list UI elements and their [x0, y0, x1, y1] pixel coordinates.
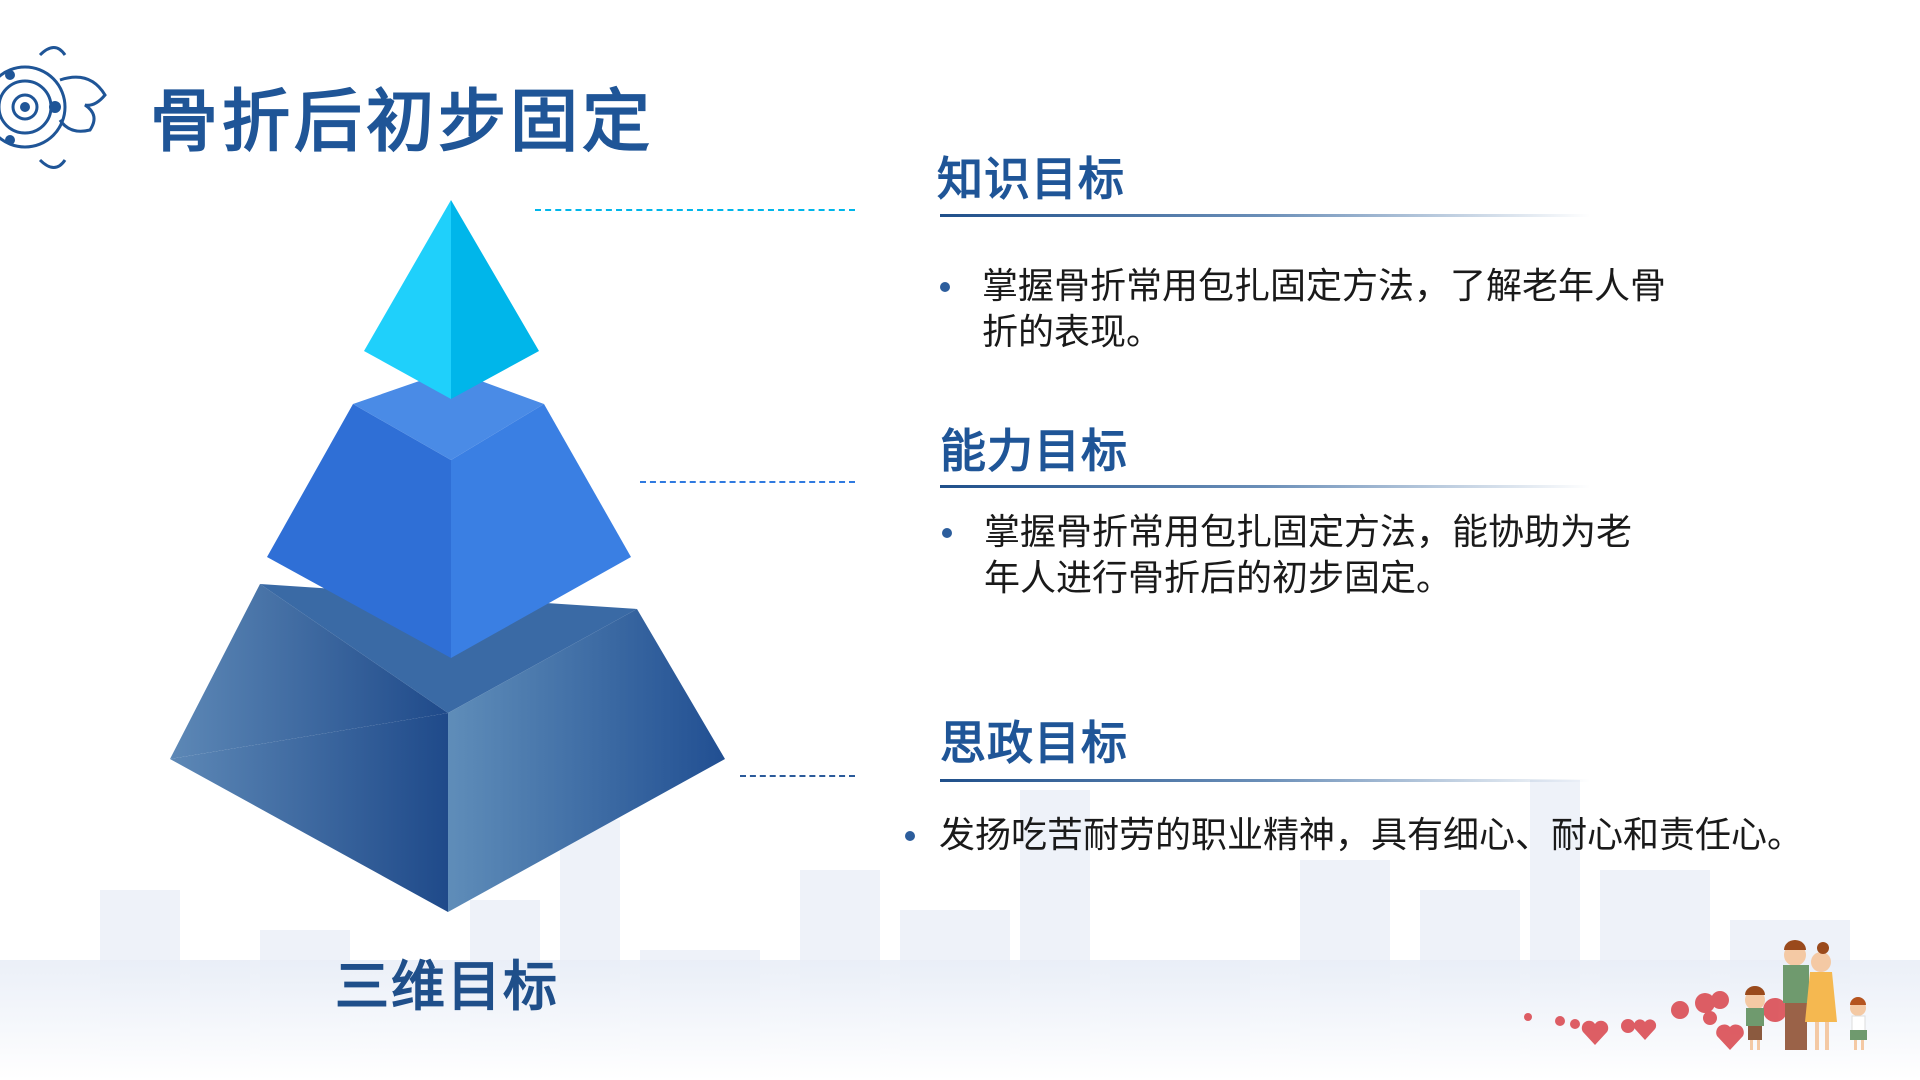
ability-goal-item: 掌握骨折常用包扎固定方法，能协助为老 年人进行骨折后的初步固定。	[942, 510, 1762, 602]
pyramid-label: 三维目标	[335, 955, 559, 1018]
ideology-goal-heading: 思政目标	[940, 716, 1128, 770]
connector-line-ideology	[740, 775, 855, 777]
knowledge-goal-text: 掌握骨折常用包扎固定方法，了解老年人骨 折的表现。	[982, 266, 1667, 353]
pyramid-middle-tier	[267, 370, 631, 658]
city-skyline-background	[0, 780, 1920, 1080]
heading-underline	[940, 214, 1590, 217]
ideology-goal-text: 发扬吃苦耐劳的职业精神，具有细心、耐心和责任心。	[939, 815, 1804, 856]
knowledge-goal-heading: 知识目标	[937, 152, 1125, 206]
bullet-icon	[940, 282, 950, 292]
page-title: 骨折后初步固定	[150, 83, 655, 162]
pyramid-top-tier	[364, 200, 539, 399]
ability-goal-heading: 能力目标	[940, 424, 1128, 478]
heading-underline	[940, 485, 1590, 488]
bullet-icon	[905, 831, 915, 841]
family-hearts-illustration	[1524, 940, 1867, 1050]
family-figures	[1745, 940, 1867, 1050]
connector-line-knowledge	[535, 209, 855, 211]
pyramid-bottom-tier	[170, 584, 725, 912]
knowledge-goal-item: 掌握骨折常用包扎固定方法，了解老年人骨 折的表现。	[940, 264, 1760, 356]
connector-line-ability	[640, 481, 855, 483]
ideology-goal-item: 发扬吃苦耐劳的职业精神，具有细心、耐心和责任心。	[905, 813, 1905, 859]
ability-goal-text: 掌握骨折常用包扎固定方法，能协助为老 年人进行骨折后的初步固定。	[984, 512, 1633, 599]
blue-floral-ornament	[0, 46, 107, 169]
three-tier-pyramid	[170, 200, 725, 912]
bullet-icon	[942, 528, 952, 538]
heading-underline	[940, 779, 1590, 782]
